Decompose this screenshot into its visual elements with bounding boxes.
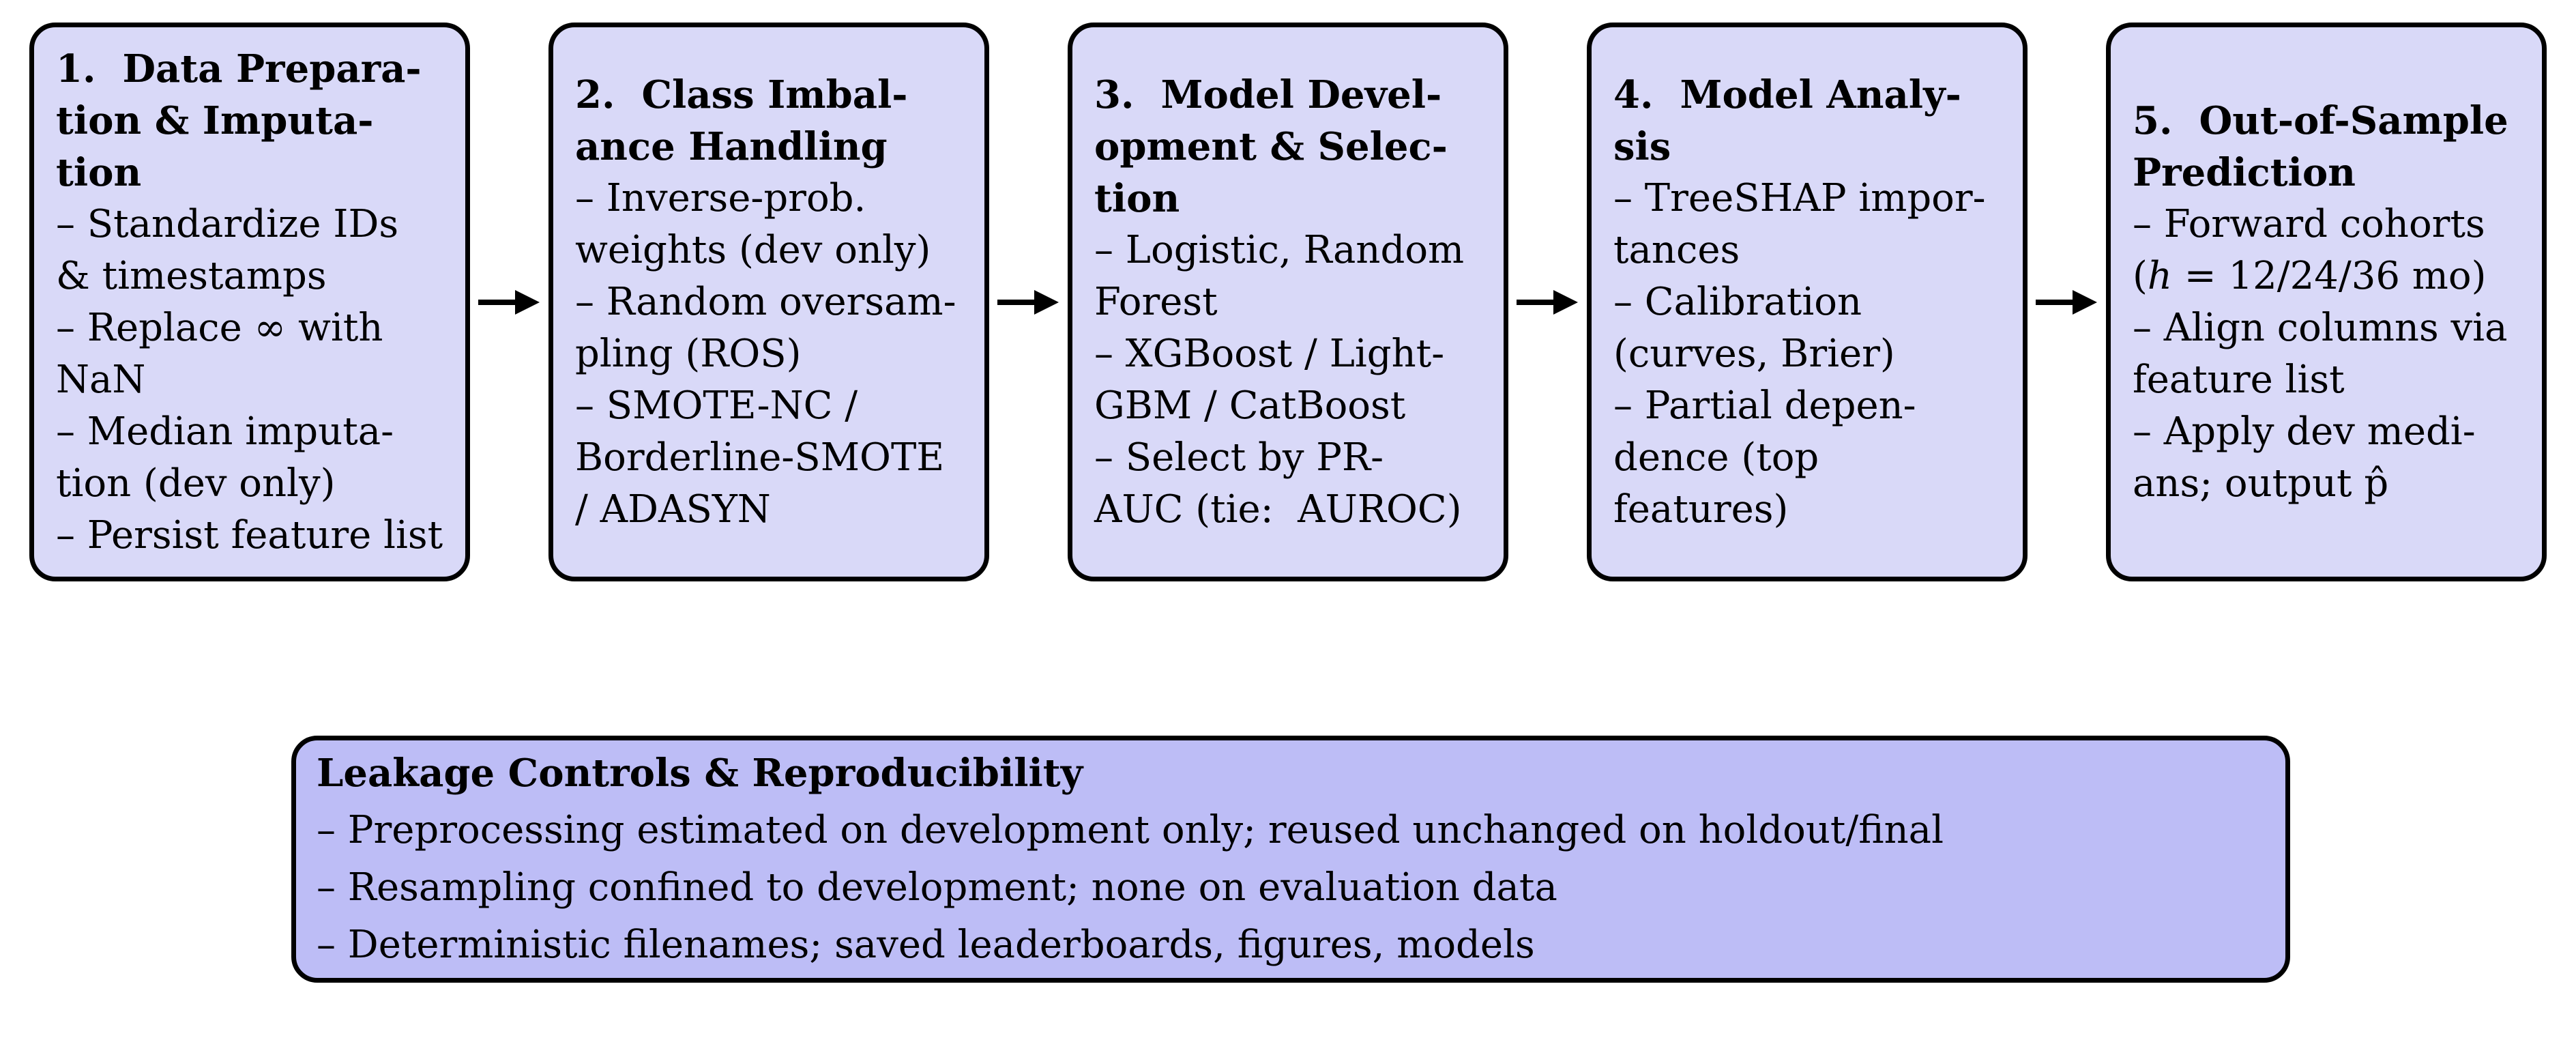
- box-item: – TreeSHAP impor- tances: [1613, 175, 1986, 272]
- box-title: 3. Model Devel- opment & Selec- tion: [1094, 72, 1448, 221]
- flow-box-class-imbalance: 2. Class Imbal- ance Handling – Inverse-…: [548, 23, 989, 581]
- box-item: – Logistic, Random Forest: [1094, 227, 1465, 324]
- box-item: – Apply dev medi- ans; output p̂: [2133, 409, 2476, 506]
- arrow-right-icon: [997, 289, 1059, 315]
- box-item: – SMOTE-NC / Borderline-SMOTE / ADASYN: [575, 383, 945, 532]
- flow-box-model-analysis: 4. Model Analy- sis – TreeSHAP impor- ta…: [1587, 23, 2028, 581]
- arrow-right-icon: [2035, 289, 2097, 315]
- summary-title: Leakage Controls & Reproducibility: [317, 751, 1083, 796]
- box-item: – Select by PR- AUC (tie: AUROC): [1094, 435, 1462, 532]
- summary-item: – Deterministic filenames; saved leaderb…: [317, 923, 1535, 967]
- box-item: – Persist feature list: [56, 512, 443, 558]
- box-item: – Random oversam- pling (ROS): [575, 279, 956, 376]
- summary-item: – Resampling confined to development; no…: [317, 865, 1557, 910]
- flow-box-out-of-sample-prediction: 5. Out-of-Sample Prediction – Forward co…: [2106, 23, 2547, 581]
- flow-box-data-preparation: 1. Data Prepara- tion & Imputa- tion – S…: [29, 23, 470, 581]
- box-item: – XGBoost / Light- GBM / CatBoost: [1094, 331, 1445, 428]
- flow-arrow-4: [2028, 23, 2106, 581]
- box-title: 4. Model Analy- sis: [1613, 72, 1961, 169]
- box-item: – Align columns via feature list: [2133, 305, 2508, 402]
- summary-item: – Preprocessing estimated on development…: [317, 808, 1944, 852]
- flow-arrow-2: [989, 23, 1068, 581]
- arrow-right-icon: [1516, 289, 1578, 315]
- box-title: 5. Out-of-Sample Prediction: [2133, 98, 2508, 195]
- flow-arrow-1: [470, 23, 548, 581]
- box-item: – Replace ∞ with NaN: [56, 305, 383, 402]
- pipeline-flow-row: 1. Data Prepara- tion & Imputa- tion – S…: [29, 23, 2547, 581]
- flow-box-model-development: 3. Model Devel- opment & Selec- tion – L…: [1068, 23, 1508, 581]
- box-title: 2. Class Imbal- ance Handling: [575, 72, 908, 169]
- box-item: – Inverse-prob. weights (dev only): [575, 175, 931, 272]
- box-title: 1. Data Prepara- tion & Imputa- tion: [56, 46, 422, 195]
- box-item: – Calibration (curves, Brier): [1613, 279, 1895, 376]
- flow-arrow-3: [1508, 23, 1587, 581]
- arrow-right-icon: [478, 289, 540, 315]
- box-item: – Median imputa- tion (dev only): [56, 409, 394, 506]
- box-item: – Forward cohorts (ℎ = 12/24/36 mo): [2133, 201, 2487, 298]
- box-item: – Standardize IDs & timestamps: [56, 201, 399, 298]
- box-item: – Partial depen- dence (top features): [1613, 383, 1916, 532]
- summary-box-leakage-controls: Leakage Controls & Reproducibility – Pre…: [291, 736, 2290, 983]
